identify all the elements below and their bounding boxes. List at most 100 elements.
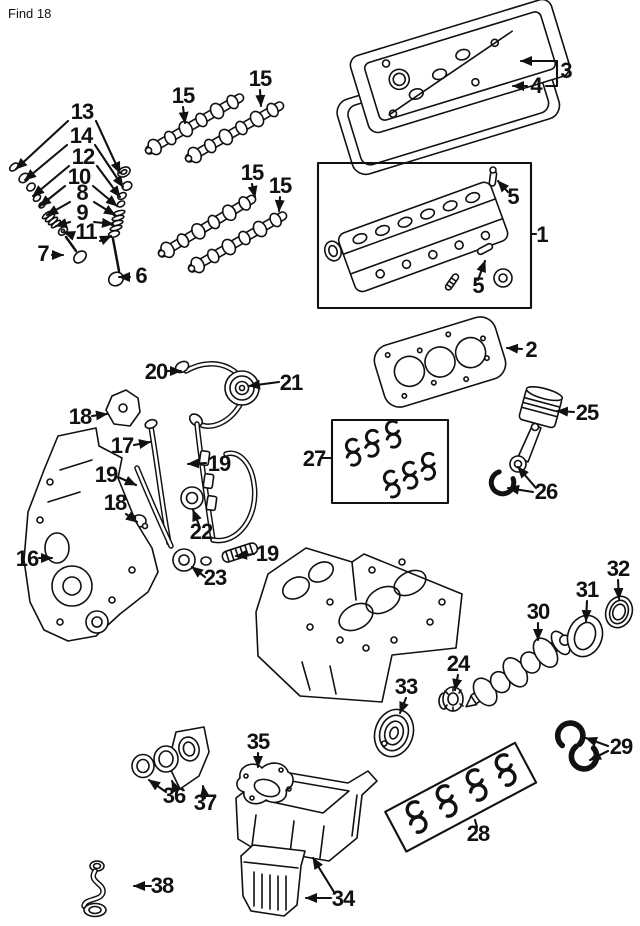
svg-text:33: 33 <box>395 674 418 699</box>
callout-15-10[interactable]: 15 <box>249 66 273 108</box>
callout-16-32[interactable]: 16 <box>16 546 54 571</box>
callout-15-12[interactable]: 15 <box>269 173 293 213</box>
callout-15-11[interactable]: 15 <box>241 160 265 199</box>
callout-5-17[interactable]: 5 <box>472 259 487 298</box>
svg-text:4: 4 <box>530 73 543 98</box>
page-title: Find 18 <box>8 6 52 21</box>
svg-text:1: 1 <box>536 222 548 247</box>
rod-bearing-box <box>330 418 450 505</box>
svg-text:19: 19 <box>95 462 118 487</box>
callout-22-29[interactable]: 22 <box>190 508 214 544</box>
head-gasket-drawing <box>373 316 507 408</box>
seal-rings-drawing <box>131 745 179 779</box>
callout-36-42[interactable]: 36 <box>147 778 187 808</box>
svg-text:18: 18 <box>104 490 127 515</box>
callout-24-36[interactable]: 24 <box>447 651 472 692</box>
svg-text:30: 30 <box>527 599 550 624</box>
callout-31-34[interactable]: 31 <box>576 577 600 623</box>
timing-cover-drawing <box>23 427 159 642</box>
callout-29-39[interactable]: 29 <box>584 734 634 762</box>
callout-11-6[interactable]: 11 <box>62 219 113 246</box>
callout-27-19[interactable]: 27 <box>303 446 334 471</box>
svg-text:17: 17 <box>111 433 134 458</box>
svg-text:22: 22 <box>190 519 213 544</box>
svg-text:26: 26 <box>535 479 558 504</box>
crank-pulley-drawing <box>373 708 415 758</box>
svg-text:13: 13 <box>71 99 94 124</box>
callout-3-13[interactable]: 3 <box>519 56 573 88</box>
svg-text:32: 32 <box>607 556 630 581</box>
callout-10-3[interactable]: 10 <box>38 164 119 208</box>
callout-15-9[interactable]: 15 <box>172 83 196 125</box>
svg-text:25: 25 <box>576 400 599 425</box>
callout-12-2[interactable]: 12 <box>31 144 122 199</box>
svg-text:19: 19 <box>208 451 231 476</box>
callout-38-44[interactable]: 38 <box>132 873 175 898</box>
callout-13-0[interactable]: 13 <box>14 99 122 175</box>
svg-text:24: 24 <box>447 651 471 676</box>
callout-23-30[interactable]: 23 <box>190 565 228 590</box>
callout-26-21[interactable]: 26 <box>506 465 559 504</box>
svg-text:29: 29 <box>610 734 633 759</box>
callout-18-28[interactable]: 18 <box>104 490 139 524</box>
callout-28-38[interactable]: 28 <box>467 818 491 846</box>
callout-19-26[interactable]: 19 <box>95 462 138 487</box>
svg-text:35: 35 <box>247 729 270 754</box>
svg-text:11: 11 <box>75 219 97 244</box>
callout-8-4[interactable]: 8 <box>45 180 117 217</box>
callout-32-35[interactable]: 32 <box>607 556 631 601</box>
svg-text:10: 10 <box>68 164 91 189</box>
crankshaft-drawing <box>465 630 571 708</box>
thrust-washers-drawing <box>556 721 600 772</box>
oil-pan-gasket-drawing <box>236 762 294 805</box>
callout-37-43[interactable]: 37 <box>194 784 218 815</box>
callout-19-27[interactable]: 19 <box>186 451 232 476</box>
svg-text:27: 27 <box>303 446 326 471</box>
rear-main-seal-drawing <box>604 595 634 629</box>
engine-block-drawing <box>255 547 463 703</box>
svg-text:15: 15 <box>241 160 264 185</box>
callout-30-33[interactable]: 30 <box>527 599 551 642</box>
callout-6-8[interactable]: 6 <box>117 263 148 288</box>
callout-19-31[interactable]: 19 <box>234 541 280 566</box>
callout-17-25[interactable]: 17 <box>111 433 152 458</box>
main-bearing-box <box>384 741 538 853</box>
callout-4-14[interactable]: 4 <box>511 73 544 98</box>
callout-34-41[interactable]: 34 <box>304 856 357 911</box>
svg-text:15: 15 <box>249 66 272 91</box>
svg-text:34: 34 <box>332 886 356 911</box>
callout-21-23[interactable]: 21 <box>247 370 304 395</box>
callout-25-20[interactable]: 25 <box>555 400 600 425</box>
svg-text:38: 38 <box>151 873 174 898</box>
callout-14-1[interactable]: 14 <box>23 123 125 189</box>
callout-20-22[interactable]: 20 <box>145 359 183 384</box>
rear-main-retainer-drawing <box>566 614 604 658</box>
callout-7-7[interactable]: 7 <box>37 241 65 266</box>
callout-9-5[interactable]: 9 <box>54 200 115 228</box>
timing-drive-drawing <box>105 360 260 572</box>
svg-text:16: 16 <box>16 546 39 571</box>
svg-text:9: 9 <box>76 200 88 225</box>
svg-text:23: 23 <box>204 565 227 590</box>
callout-18-24[interactable]: 18 <box>69 404 109 429</box>
svg-text:37: 37 <box>194 790 217 815</box>
cylinder-head-box <box>316 161 533 310</box>
svg-text:8: 8 <box>76 180 88 205</box>
svg-text:36: 36 <box>163 783 186 808</box>
svg-text:2: 2 <box>525 337 537 362</box>
callout-33-37[interactable]: 33 <box>395 674 419 715</box>
svg-text:12: 12 <box>72 144 95 169</box>
svg-text:14: 14 <box>70 123 94 148</box>
svg-text:31: 31 <box>576 577 599 602</box>
svg-text:3: 3 <box>560 58 572 83</box>
svg-text:18: 18 <box>69 404 92 429</box>
callout-1-15[interactable]: 1 <box>529 222 549 247</box>
svg-text:5: 5 <box>507 184 519 209</box>
valve-cover-drawing <box>349 0 571 134</box>
callout-5-16[interactable]: 5 <box>496 179 520 209</box>
oil-pickup-tube-drawing <box>81 860 107 918</box>
callout-35-40[interactable]: 35 <box>247 729 271 769</box>
callout-2-18[interactable]: 2 <box>505 337 538 362</box>
